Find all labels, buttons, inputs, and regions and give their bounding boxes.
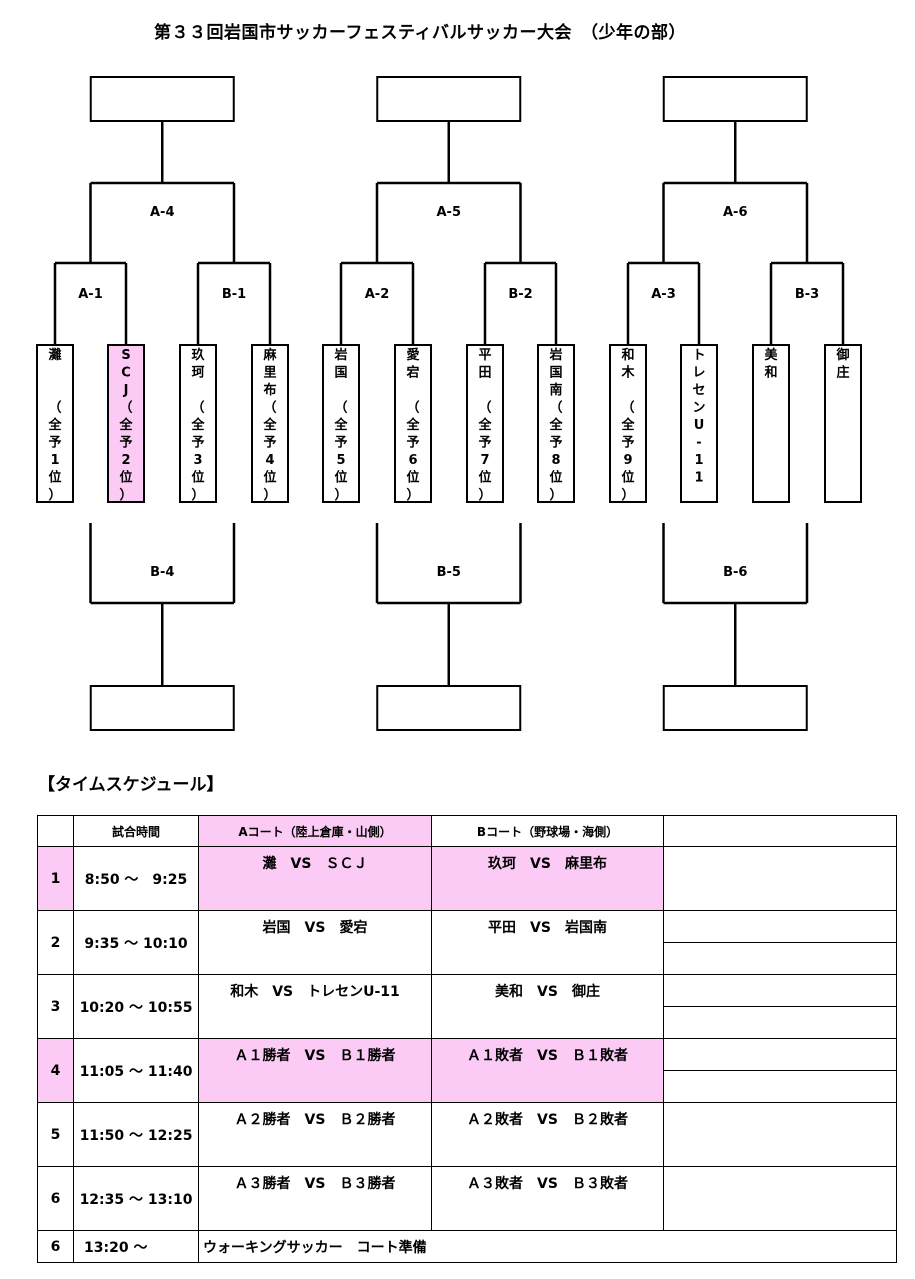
winner-box bbox=[89, 76, 235, 122]
result-box bbox=[662, 685, 808, 731]
match-time: 11:50 ～ 12:25 bbox=[73, 1102, 199, 1167]
team-name: 美和 bbox=[764, 347, 778, 381]
match-label: B-4 bbox=[150, 565, 174, 580]
notes-cell bbox=[663, 1166, 897, 1231]
notes-subcell bbox=[664, 943, 896, 974]
match-number: 3 bbox=[37, 974, 74, 1039]
court-a-match: Ａ１勝者 VS Ｂ１勝者 bbox=[198, 1038, 432, 1103]
team-box bbox=[466, 344, 504, 503]
notes-cell bbox=[663, 1102, 897, 1167]
header-time: 試合時間 bbox=[73, 815, 199, 847]
team-name: 御庄 bbox=[835, 347, 849, 381]
court-b-match: 玖珂 VS 麻里布 bbox=[431, 846, 664, 911]
match-time: 11:05 ～ 11:40 bbox=[73, 1038, 199, 1103]
walking-soccer-prep: ウォーキングサッカー コート準備 bbox=[198, 1230, 897, 1263]
notes-subcell bbox=[664, 911, 896, 943]
notes-cell bbox=[663, 1038, 897, 1103]
match-time: 12:35 ～ 13:10 bbox=[73, 1166, 199, 1231]
court-b-match: Ａ１敗者 VS Ｂ１敗者 bbox=[431, 1038, 664, 1103]
match-label: B-2 bbox=[508, 287, 532, 302]
team-box bbox=[680, 344, 718, 503]
team-box bbox=[824, 344, 862, 503]
team-box bbox=[251, 344, 289, 503]
court-a-match: 和木 VS トレセンU-11 bbox=[198, 974, 432, 1039]
notes-cell bbox=[663, 846, 897, 911]
notes-subcell bbox=[664, 1071, 896, 1102]
match-time: 13:20 ～ bbox=[73, 1230, 199, 1263]
notes-subcell bbox=[664, 1007, 896, 1038]
team-box bbox=[394, 344, 432, 503]
header-no bbox=[37, 815, 74, 847]
match-label: B-1 bbox=[222, 287, 246, 302]
match-number: 6 bbox=[37, 1166, 74, 1231]
match-label: B-5 bbox=[437, 565, 461, 580]
notes-subcell bbox=[664, 975, 896, 1007]
match-label: B-6 bbox=[723, 565, 747, 580]
match-number: 2 bbox=[37, 910, 74, 975]
notes-subcell bbox=[664, 1039, 896, 1071]
court-b-match: Ａ３敗者 VS Ｂ３敗者 bbox=[431, 1166, 664, 1231]
match-label: A-4 bbox=[150, 205, 175, 220]
page-title: 第３３回岩国市サッカーフェスティバルサッカー大会 （少年の部） bbox=[154, 23, 686, 43]
header-notes bbox=[663, 815, 897, 847]
result-box bbox=[89, 685, 235, 731]
schedule-title: 【タイムスケジュール】 bbox=[38, 775, 224, 795]
result-box bbox=[376, 685, 522, 731]
court-a-match: 灘 VS ＳＣＪ bbox=[198, 846, 432, 911]
match-time: 8:50 ～ 9:25 bbox=[73, 846, 199, 911]
notes-cell bbox=[663, 910, 897, 975]
court-b-match: 平田 VS 岩国南 bbox=[431, 910, 664, 975]
winner-box bbox=[662, 76, 808, 122]
match-label: A-5 bbox=[436, 205, 461, 220]
match-number: 6 bbox=[37, 1230, 74, 1263]
match-time: 10:20 ～ 10:55 bbox=[73, 974, 199, 1039]
court-b-match: Ａ２敗者 VS Ｂ２敗者 bbox=[431, 1102, 664, 1167]
match-label: A-3 bbox=[651, 287, 676, 302]
court-b-match: 美和 VS 御庄 bbox=[431, 974, 664, 1039]
match-number: 5 bbox=[37, 1102, 74, 1167]
notes-cell bbox=[663, 974, 897, 1039]
team-box bbox=[537, 344, 575, 503]
match-number: 1 bbox=[37, 846, 74, 911]
court-a-match: 岩国 VS 愛宕 bbox=[198, 910, 432, 975]
header-court-a: Aコート（陸上倉庫・山側） bbox=[198, 815, 432, 847]
court-a-match: Ａ２勝者 VS Ｂ２勝者 bbox=[198, 1102, 432, 1167]
schedule-header-row: 試合時間 Aコート（陸上倉庫・山側） Bコート（野球場・海側） bbox=[37, 815, 897, 847]
team-box bbox=[322, 344, 360, 503]
match-label: A-1 bbox=[78, 287, 103, 302]
match-label: A-2 bbox=[365, 287, 390, 302]
team-box bbox=[179, 344, 217, 503]
header-court-b: Bコート（野球場・海側） bbox=[431, 815, 664, 847]
match-time: 9:35 ～ 10:10 bbox=[73, 910, 199, 975]
winner-box bbox=[376, 76, 522, 122]
court-a-match: Ａ３勝者 VS Ｂ３勝者 bbox=[198, 1166, 432, 1231]
match-number: 4 bbox=[37, 1038, 74, 1103]
match-label: A-6 bbox=[723, 205, 748, 220]
match-label: B-3 bbox=[795, 287, 819, 302]
